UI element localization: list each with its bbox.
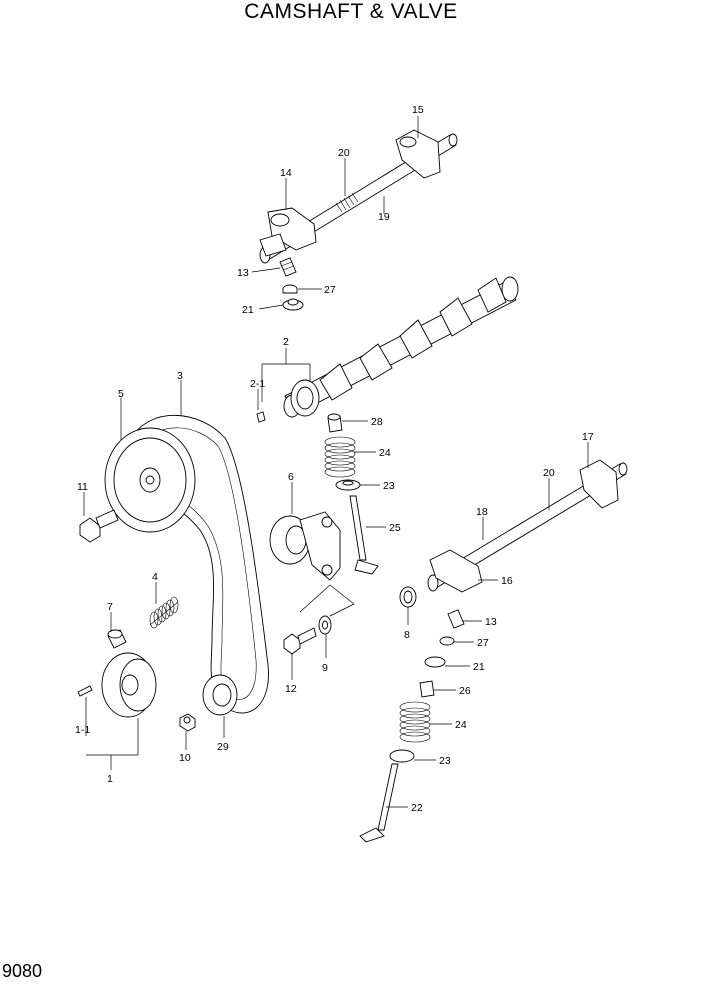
callout-20-upper: 20 [338, 147, 350, 159]
callout-24-upper: 24 [379, 447, 391, 459]
callout-27-lower: 27 [477, 637, 489, 649]
callout-1-1: 1-1 [75, 724, 90, 736]
lower-rocker-arm-16 [429, 549, 483, 593]
spring-seat-23-upper [335, 479, 361, 491]
adjust-screw-13-lower [447, 609, 465, 629]
callout-8: 8 [404, 629, 410, 641]
upper-rocker-arm-14 [259, 207, 317, 257]
tensioner-spring-4 [149, 596, 179, 629]
nut-27-lower [439, 636, 455, 646]
camshaft-pulley-5 [104, 427, 196, 533]
idler-pulley-29 [202, 674, 238, 716]
callout-9: 9 [322, 662, 328, 674]
seat-21-upper [282, 298, 304, 311]
callout-13-lower: 13 [485, 616, 497, 628]
bolt-12 [283, 627, 317, 655]
callout-14: 14 [280, 167, 292, 179]
spacer-7 [107, 629, 127, 649]
lifter-28 [327, 413, 343, 433]
valve-25 [349, 495, 379, 575]
callout-21-upper: 21 [242, 304, 254, 316]
callout-labels: 15 20 14 19 13 27 21 2 2-1 3 5 28 24 17 … [75, 104, 594, 814]
callout-2-1: 2-1 [250, 378, 265, 390]
valve-22 [359, 763, 399, 843]
callout-27-upper: 27 [324, 284, 336, 296]
nut-27-upper [282, 284, 298, 294]
callout-4: 4 [152, 571, 158, 583]
callout-18: 18 [476, 506, 488, 518]
callout-12: 12 [285, 683, 297, 695]
callout-23-upper: 23 [383, 480, 395, 492]
seal-8 [399, 586, 417, 608]
callout-7: 7 [107, 601, 113, 613]
callout-23-lower: 23 [439, 755, 451, 767]
callout-24-lower: 24 [455, 719, 467, 731]
callout-11: 11 [77, 481, 88, 493]
pin-2-1 [256, 411, 266, 423]
nut-10 [179, 713, 196, 732]
page-title: CAMSHAFT & VALVE [244, 0, 458, 23]
callout-5: 5 [118, 388, 124, 400]
callout-20-lower: 20 [543, 467, 555, 479]
callout-3: 3 [177, 370, 183, 382]
lower-rocker-arm-17 [579, 459, 619, 509]
callout-10: 10 [179, 752, 191, 764]
callout-28: 28 [371, 416, 383, 428]
adjust-screw-13-upper [279, 257, 297, 277]
seat-21-lower [424, 656, 446, 668]
callout-25: 25 [389, 522, 401, 534]
tensioner-pulley-6 [269, 511, 341, 581]
valve-spring-24-lower [399, 701, 431, 743]
callout-29: 29 [217, 741, 229, 753]
bolt-11 [79, 509, 119, 543]
callout-19: 19 [378, 211, 390, 223]
upper-rocker-arm-15 [395, 129, 441, 179]
callout-22: 22 [411, 802, 423, 814]
callout-1: 1 [107, 773, 113, 785]
lifter-26 [419, 680, 435, 698]
callout-13-upper: 13 [237, 267, 249, 279]
callout-26: 26 [459, 685, 471, 697]
callout-15: 15 [412, 104, 424, 116]
key-1-1 [77, 685, 93, 697]
washer-9 [318, 615, 332, 635]
callout-6: 6 [288, 471, 294, 483]
callout-17: 17 [582, 431, 594, 443]
callout-2: 2 [283, 336, 289, 348]
page-number: 9080 [2, 961, 43, 981]
valve-spring-24-upper [324, 436, 356, 478]
leader-lines [83, 116, 589, 808]
callout-21-lower: 21 [473, 661, 485, 673]
crank-pulley-1 [101, 652, 157, 718]
lower-rocker-shaft [427, 462, 628, 592]
camshaft-2 [283, 276, 519, 418]
spring-seat-23-lower [389, 749, 415, 763]
callout-16: 16 [501, 575, 513, 587]
